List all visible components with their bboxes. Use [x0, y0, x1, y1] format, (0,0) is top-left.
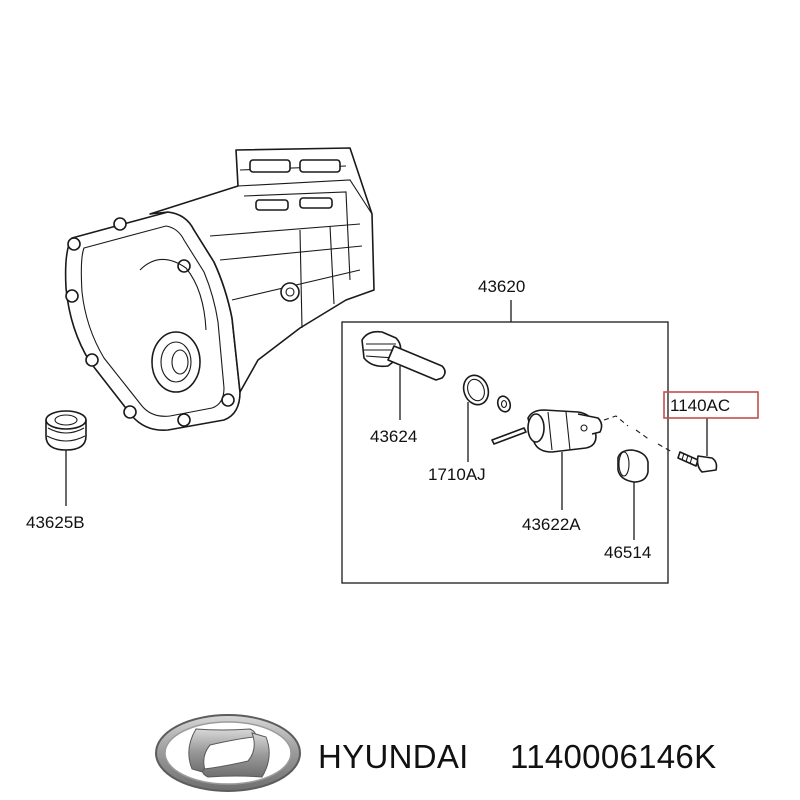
- label-1140ac: 1140AC: [670, 396, 730, 415]
- o-ring-1710aj: [462, 374, 490, 462]
- label-43624: 43624: [370, 427, 417, 446]
- label-46514: 46514: [604, 543, 651, 562]
- alignment-dashes: [603, 415, 673, 453]
- cap-46514: [617, 449, 649, 540]
- plug-43625b: [45, 410, 87, 506]
- transmission-housing: [64, 147, 375, 432]
- label-43625b: 43625B: [26, 513, 85, 532]
- hyundai-logo-icon: [155, 714, 301, 792]
- bolt-1140ac: [677, 418, 718, 473]
- driven-gear-43624: [361, 330, 446, 420]
- part-number: 1140006146K: [510, 738, 716, 775]
- label-1710aj: 1710AJ: [428, 465, 486, 484]
- label-43620: 43620: [478, 277, 525, 296]
- brand-name: HYUNDAI: [318, 738, 469, 775]
- washer: [496, 395, 512, 413]
- sleeve-43622a: [527, 409, 603, 510]
- assembly-box: [341, 321, 669, 584]
- label-43622a: 43622A: [522, 515, 581, 534]
- highlight-box-1140ac: [663, 391, 759, 419]
- pin: [491, 427, 527, 445]
